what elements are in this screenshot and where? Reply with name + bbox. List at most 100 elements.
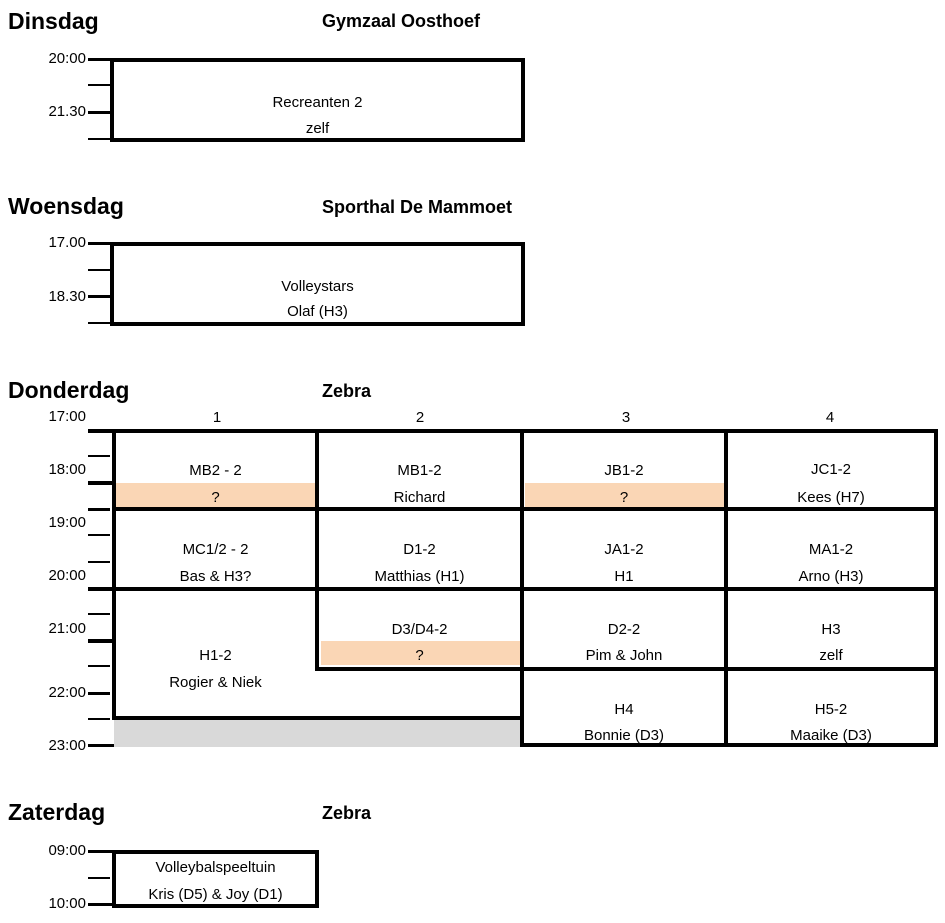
court-header-4: 4 bbox=[825, 409, 835, 426]
team-name: D1-2 bbox=[403, 541, 436, 558]
time-label: 18.30 bbox=[48, 288, 86, 305]
time-label: 23:00 bbox=[48, 737, 86, 754]
time-tick bbox=[88, 295, 112, 298]
grid-line bbox=[112, 716, 524, 720]
trainer-name: Matthias (H1) bbox=[374, 568, 465, 585]
time-label: 21:00 bbox=[48, 620, 86, 637]
time-tick bbox=[88, 111, 112, 114]
trainer-name: ? bbox=[415, 647, 424, 664]
time-tick bbox=[88, 534, 110, 536]
trainer-name: Maaike (D3) bbox=[790, 727, 872, 744]
grid-line bbox=[520, 743, 938, 747]
time-tick bbox=[88, 613, 110, 615]
trainer-name: zelf bbox=[819, 647, 843, 664]
time-tick bbox=[88, 850, 112, 853]
time-tick bbox=[88, 455, 110, 457]
trainer-name: ? bbox=[211, 489, 220, 506]
venue-tuesday: Gymzaal Oosthoef bbox=[322, 11, 481, 31]
trainer-name: ? bbox=[619, 489, 629, 506]
trainer-name: H1 bbox=[614, 568, 634, 585]
grid-line bbox=[724, 429, 728, 747]
grid-line bbox=[520, 429, 524, 747]
trainer-name: Pim & John bbox=[585, 647, 663, 664]
grid-line bbox=[112, 587, 938, 591]
trainer-name: Arno (H3) bbox=[798, 568, 864, 585]
team-name: Recreanten 2 bbox=[272, 94, 363, 111]
trainer-name: Bas & H3? bbox=[179, 568, 252, 585]
time-label: 17:00 bbox=[48, 408, 86, 425]
trainer-name: Richard bbox=[393, 489, 446, 506]
time-label: 18:00 bbox=[48, 461, 86, 478]
time-label: 20:00 bbox=[48, 50, 86, 67]
trainer-name: Bonnie (D3) bbox=[583, 727, 665, 744]
day-title-saturday: Zaterdag bbox=[8, 799, 106, 825]
grid-line bbox=[315, 429, 319, 671]
open-slot-highlight bbox=[525, 483, 724, 507]
team-name: D3/D4-2 bbox=[391, 621, 448, 638]
venue-wednesday: Sporthal De Mammoet bbox=[322, 197, 513, 217]
grid-line bbox=[112, 507, 938, 511]
time-label: 22:00 bbox=[48, 684, 86, 701]
open-slot-highlight bbox=[114, 483, 317, 507]
training-block-recreanten: Recreanten 2 zelf bbox=[110, 58, 525, 142]
team-name: H3 bbox=[821, 621, 841, 638]
time-tick bbox=[88, 561, 110, 563]
team-name: H5-2 bbox=[814, 701, 848, 718]
trainer-name: Rogier & Niek bbox=[169, 674, 262, 691]
time-tick bbox=[88, 587, 114, 591]
time-tick bbox=[88, 877, 110, 879]
unused-court-time bbox=[114, 720, 520, 747]
court-header-3: 3 bbox=[621, 409, 631, 426]
team-name: D2-2 bbox=[607, 621, 641, 638]
time-tick bbox=[88, 665, 110, 667]
venue-saturday: Zebra bbox=[322, 803, 372, 823]
time-tick bbox=[88, 269, 110, 271]
grid-line bbox=[934, 429, 938, 747]
time-tick bbox=[88, 692, 110, 695]
court-header-2: 2 bbox=[415, 409, 425, 426]
time-tick bbox=[88, 481, 114, 485]
trainer-name: Kees (H7) bbox=[797, 489, 865, 506]
open-slot-highlight bbox=[321, 641, 520, 665]
time-tick bbox=[88, 903, 112, 906]
trainer-name: Olaf (H3) bbox=[287, 303, 348, 320]
time-tick bbox=[88, 242, 112, 245]
team-name: JA1-2 bbox=[604, 541, 644, 558]
day-title-wednesday: Woensdag bbox=[8, 193, 124, 219]
team-name: MC1/2 - 2 bbox=[182, 541, 249, 558]
grid-line bbox=[317, 667, 938, 671]
day-title-thursday: Donderdag bbox=[8, 377, 130, 403]
time-label: 17.00 bbox=[48, 234, 86, 251]
time-tick bbox=[88, 138, 110, 140]
time-tick bbox=[88, 744, 114, 747]
time-label: 10:00 bbox=[48, 895, 86, 912]
team-name: Volleystars bbox=[281, 278, 354, 295]
time-tick bbox=[88, 639, 114, 643]
court-header-1: 1 bbox=[212, 409, 222, 426]
time-tick bbox=[88, 84, 110, 86]
time-tick bbox=[88, 429, 114, 433]
team-name: MB2 - 2 bbox=[189, 462, 242, 479]
team-name: MA1-2 bbox=[808, 541, 854, 558]
team-name: JC1-2 bbox=[810, 461, 851, 478]
training-block-volleystars: Volleystars Olaf (H3) bbox=[110, 242, 525, 326]
time-tick bbox=[88, 718, 110, 720]
time-tick bbox=[88, 322, 110, 324]
team-name: MB1-2 bbox=[397, 462, 442, 479]
team-name: H4 bbox=[614, 701, 634, 718]
team-name: Volleybalspeeltuin bbox=[155, 859, 276, 876]
training-block-volleybalspeeltuin: Volleybalspeeltuin Kris (D5) & Joy (D1) bbox=[112, 850, 319, 908]
time-tick bbox=[88, 58, 112, 61]
time-label: 09:00 bbox=[48, 842, 86, 859]
trainer-name: Kris (D5) & Joy (D1) bbox=[148, 886, 283, 903]
venue-thursday: Zebra bbox=[322, 381, 372, 401]
grid-line bbox=[112, 429, 938, 433]
time-tick bbox=[88, 508, 110, 511]
team-name: JB1-2 bbox=[604, 462, 644, 479]
team-name: H1-2 bbox=[199, 647, 232, 664]
trainer-name: zelf bbox=[305, 120, 330, 137]
time-label: 21.30 bbox=[48, 103, 86, 120]
day-title-tuesday: Dinsdag bbox=[8, 8, 99, 34]
time-label: 19:00 bbox=[48, 514, 86, 531]
time-label: 20:00 bbox=[48, 567, 86, 584]
